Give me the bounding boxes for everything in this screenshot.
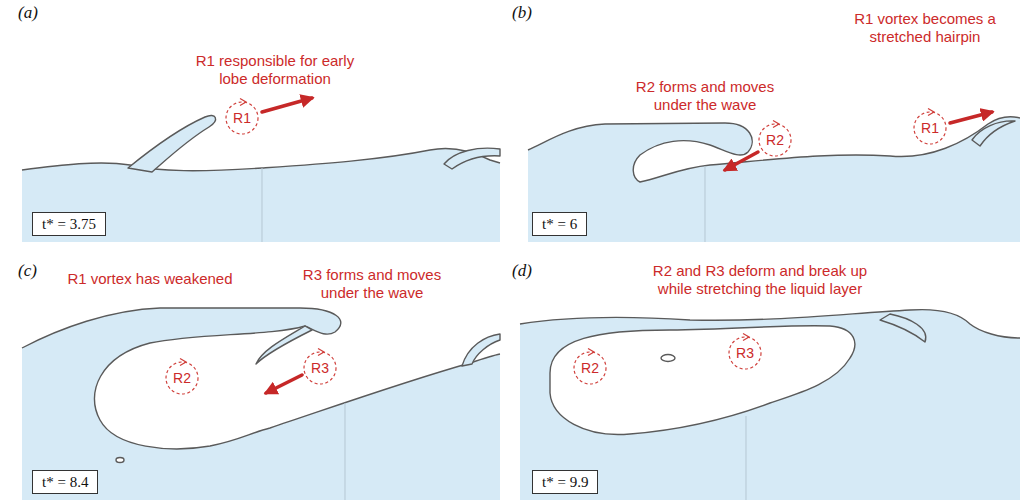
time-box: t* = 8.4 [32,470,98,494]
vortex-name: R1 [233,110,251,126]
panel-letter: (d) [512,262,552,280]
annotation-text: R2 forms and moves under the wave [625,78,785,114]
vortex-marker: R3 [303,351,337,385]
time-box: t* = 6 [532,212,587,236]
vortex-marker: R3 [728,336,762,370]
annotation-text: R1 vortex becomes a stretched hairpin [838,10,1013,46]
annotation-text: R3 forms and moves under the wave [292,266,452,302]
time-stamp: t* = 3.75 [42,216,96,232]
rotation-arrow [240,99,246,106]
vortex-circle [304,352,336,384]
vortex-name: R2 [581,360,599,376]
vortex-marker: R1 [225,101,259,135]
annotation-text: R2 and R3 deform and break up while stre… [645,262,875,298]
vortex-circle [574,352,606,384]
panel-letter: (a) [18,4,58,22]
vortex-marker: R2 [758,123,792,157]
wave-panel-c [22,308,500,500]
rotation-arrow [318,349,324,356]
wave-panel-b [528,117,1020,242]
time-stamp: t* = 8.4 [42,474,88,490]
annotation-text: R1 vortex has weakened [40,270,260,288]
vortex-marker: R2 [165,361,199,395]
panel-letter: (b) [512,4,552,22]
rotation-arrow [180,359,186,366]
vortex-name: R2 [766,132,784,148]
annotation-text: R1 responsible for early lobe deformatio… [188,52,363,88]
vortex-name: R2 [173,370,191,386]
rotation-arrow [773,121,779,128]
time-box: t* = 3.75 [32,212,106,236]
vortex-name: R3 [736,345,754,361]
vortex-marker: R2 [573,351,607,385]
motion-arrows [262,98,992,393]
vortex-marker: R1 [913,111,947,145]
rotation-arrow [743,334,749,341]
time-box: t* = 9.9 [532,470,598,494]
vortex-name: R1 [921,120,939,136]
vortex-name: R3 [311,360,329,376]
rotation-arrow [928,109,934,116]
vortex-circle [226,102,258,134]
vortex-circle [914,112,946,144]
time-stamp: t* = 6 [542,216,577,232]
rotation-arrow [588,349,594,356]
wave-panel-a [22,115,500,242]
vortex-circle [759,124,791,156]
time-stamp: t* = 9.9 [542,474,588,490]
panel-letter: (c) [18,262,58,280]
vortex-circle [166,362,198,394]
wave-panel-d [520,310,1020,500]
vortex-circle [729,337,761,369]
